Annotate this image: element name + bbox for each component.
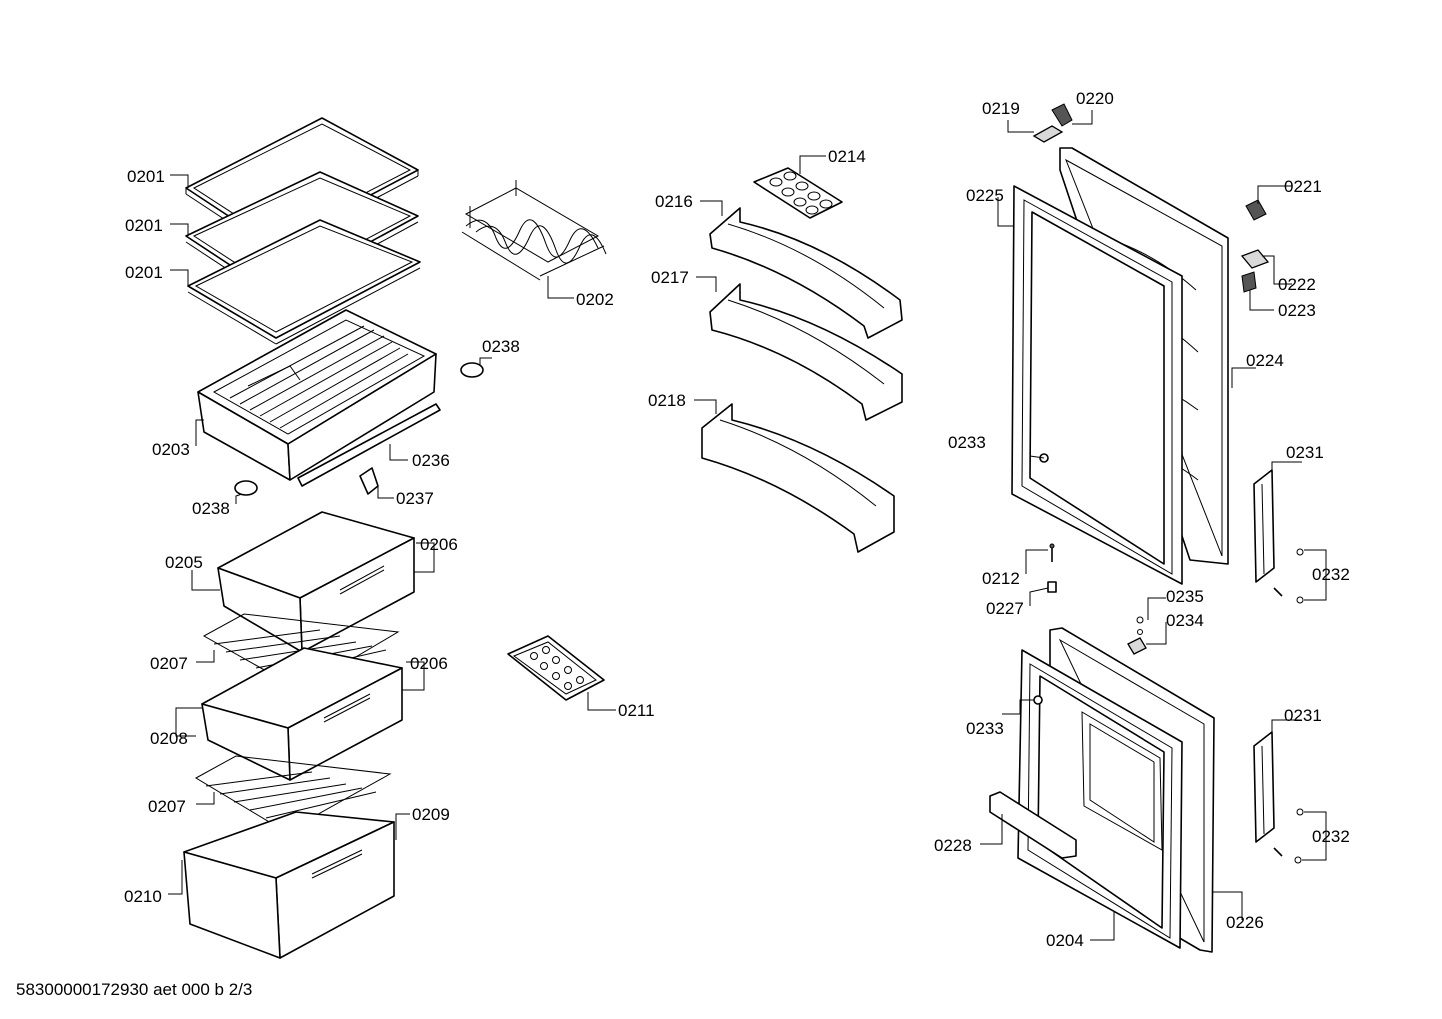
hinge-cover-0219 bbox=[1032, 125, 1064, 143]
freezer-door-window bbox=[1081, 711, 1163, 851]
label-0208: 0208 bbox=[150, 729, 188, 748]
cap-lower bbox=[234, 480, 258, 496]
label-0214: 0214 bbox=[828, 147, 866, 166]
hinge-part-0223 bbox=[1241, 271, 1257, 293]
cap-upper bbox=[460, 362, 484, 378]
label-0232-lower: 0232 bbox=[1312, 827, 1350, 846]
label-0218: 0218 bbox=[648, 391, 686, 410]
clip bbox=[359, 467, 379, 495]
label-0223: 0223 bbox=[1278, 301, 1316, 320]
label-0203: 0203 bbox=[152, 440, 190, 459]
label-0216: 0216 bbox=[655, 192, 693, 211]
label-0231-upper: 0231 bbox=[1286, 443, 1324, 462]
label-0222: 0222 bbox=[1278, 275, 1316, 294]
bushing-0227 bbox=[1047, 581, 1057, 593]
label-0220: 0220 bbox=[1076, 89, 1114, 108]
label-0233-upper: 0233 bbox=[948, 433, 986, 452]
label-0205: 0205 bbox=[165, 553, 203, 572]
screw-lower-0233 bbox=[1033, 695, 1043, 705]
label-0237: 0237 bbox=[396, 489, 434, 508]
label-0232-upper: 0232 bbox=[1312, 565, 1350, 584]
cover-strip bbox=[297, 403, 441, 487]
label-0228: 0228 bbox=[934, 836, 972, 855]
label-0201-top: 0201 bbox=[127, 167, 165, 186]
label-0204: 0204 bbox=[1046, 931, 1084, 950]
label-0207-upper: 0207 bbox=[150, 654, 188, 673]
label-0236: 0236 bbox=[412, 451, 450, 470]
grille-lower bbox=[194, 755, 392, 833]
egg-tray bbox=[753, 167, 843, 219]
part-labels: 0201 0201 0201 0202 0203 0236 0237 0238 … bbox=[124, 89, 1350, 950]
door-shelf-middle bbox=[709, 283, 903, 421]
document-id: 58300000172930 aet 000 b 2/3 bbox=[16, 980, 253, 999]
label-0217: 0217 bbox=[651, 268, 689, 287]
label-0212: 0212 bbox=[982, 569, 1020, 588]
hinge-part-0221 bbox=[1245, 199, 1267, 221]
label-0206-lower: 0206 bbox=[410, 654, 448, 673]
door-shelf-bottom bbox=[701, 403, 895, 553]
label-0210: 0210 bbox=[124, 887, 162, 906]
label-0231-lower: 0231 bbox=[1284, 706, 1322, 725]
label-0233-lower: 0233 bbox=[966, 719, 1004, 738]
label-0207-lower: 0207 bbox=[148, 797, 186, 816]
plugs-upper-0232 bbox=[1273, 548, 1304, 604]
label-0235: 0235 bbox=[1166, 587, 1204, 606]
handle-lower bbox=[1253, 731, 1275, 843]
drawer-bottom bbox=[183, 811, 395, 959]
label-0225: 0225 bbox=[966, 186, 1004, 205]
label-0221: 0221 bbox=[1284, 177, 1322, 196]
label-0238-lower: 0238 bbox=[192, 499, 230, 518]
handle-upper bbox=[1253, 469, 1275, 583]
label-0202: 0202 bbox=[576, 290, 614, 309]
plugs-lower-0232 bbox=[1273, 808, 1304, 864]
hinge-part-0222 bbox=[1240, 249, 1270, 269]
label-0201-mid: 0201 bbox=[125, 216, 163, 235]
label-0226: 0226 bbox=[1226, 913, 1264, 932]
glass-shelf-bottom bbox=[187, 219, 421, 345]
freezer-basket bbox=[197, 309, 437, 481]
bottle-rack bbox=[461, 180, 607, 281]
ice-tray bbox=[507, 635, 605, 701]
washer-0235 bbox=[1136, 616, 1144, 635]
label-0227: 0227 bbox=[986, 599, 1024, 618]
hinge-0220 bbox=[1051, 103, 1073, 127]
label-0209: 0209 bbox=[412, 805, 450, 824]
fridge-door-gasket bbox=[1011, 185, 1183, 585]
label-0234: 0234 bbox=[1166, 611, 1204, 630]
pin-0212 bbox=[1049, 543, 1055, 562]
label-0201-bottom: 0201 bbox=[125, 263, 163, 282]
leader-lines bbox=[168, 110, 1327, 941]
drawer-middle bbox=[201, 647, 403, 781]
label-0238-upper: 0238 bbox=[482, 337, 520, 356]
label-0206-upper: 0206 bbox=[420, 535, 458, 554]
label-0211: 0211 bbox=[618, 701, 655, 720]
label-0219: 0219 bbox=[982, 99, 1020, 118]
label-0224: 0224 bbox=[1246, 351, 1284, 370]
door-shelf-top bbox=[709, 207, 903, 339]
hinge-0234 bbox=[1127, 637, 1147, 655]
freezer-door-gasket bbox=[1017, 649, 1183, 949]
handle-strip-0228 bbox=[989, 791, 1077, 859]
